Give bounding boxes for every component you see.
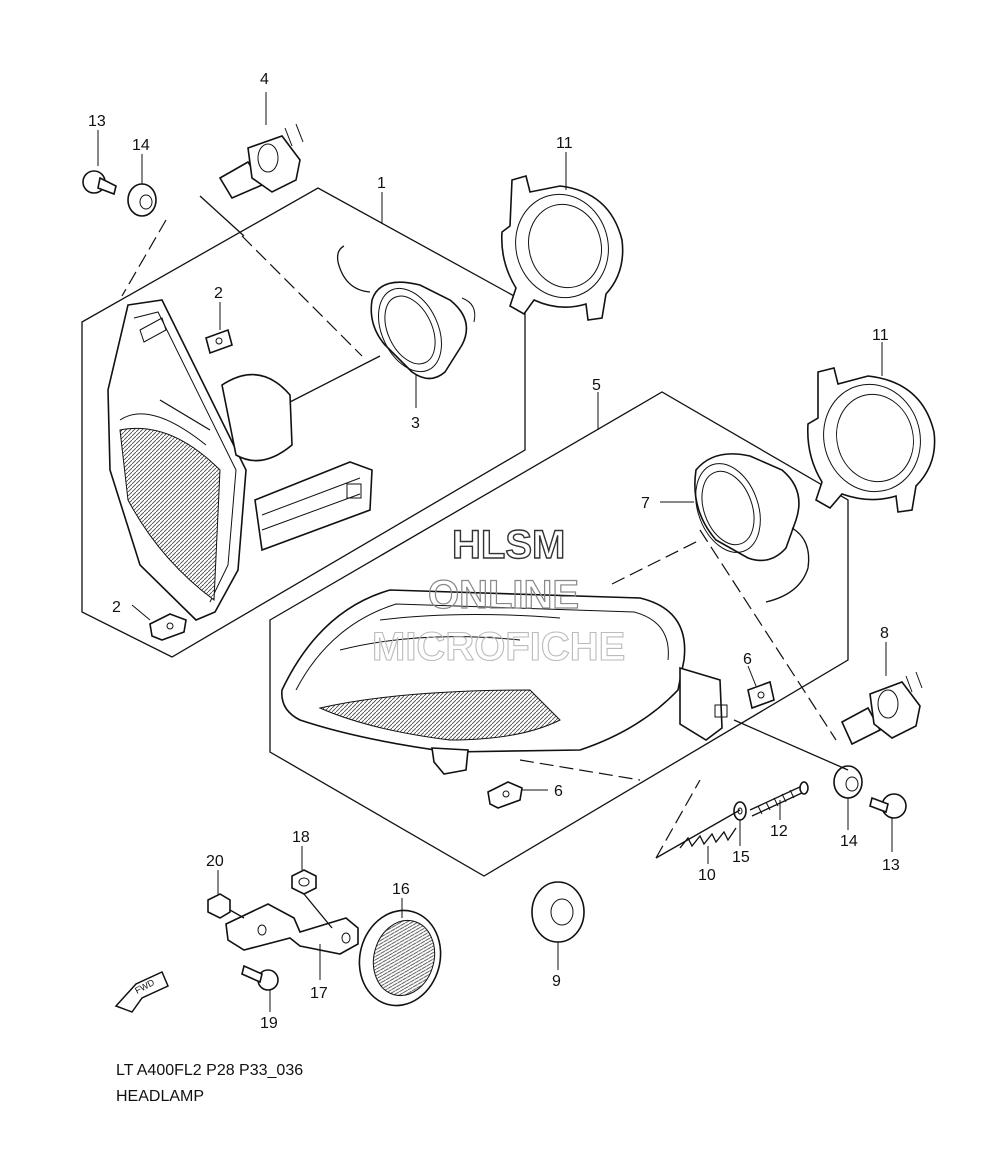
bulb-socket-part-7 — [694, 453, 810, 603]
headlamp-housing-upper — [107, 299, 373, 621]
callout-11-upper: 11 — [556, 135, 573, 152]
screw-part-13-upper — [82, 170, 117, 196]
bulb-holder-ring-part-11-upper — [500, 175, 624, 321]
callout-18: 18 — [292, 829, 310, 846]
bracket-part-17 — [225, 903, 359, 955]
reflector-part-16 — [358, 909, 442, 1007]
screw-part-13-lower — [869, 793, 907, 819]
callout-1: 1 — [377, 175, 386, 192]
callout-10: 10 — [698, 867, 716, 884]
watermark-line3: MICROFICHE — [372, 625, 625, 669]
callout-14-upper: 14 — [132, 137, 150, 154]
bulb-holder-ring-part-11-lower — [806, 367, 936, 513]
callout-3: 3 — [411, 415, 420, 432]
diagram-title: HEADLAMP — [116, 1088, 205, 1105]
callout-15: 15 — [732, 849, 750, 866]
callout-13-lower: 13 — [882, 857, 900, 874]
callout-12: 12 — [770, 823, 788, 840]
callout-17: 17 — [310, 985, 328, 1002]
callout-2-lower: 2 — [112, 599, 121, 616]
clip-part-2-upper — [205, 328, 233, 355]
watermark-line2: ONLINE — [428, 573, 579, 617]
callout-19: 19 — [260, 1015, 278, 1032]
callout-labels: 4 13 14 1 11 2 3 2 5 11 7 8 6 6 12 15 10… — [88, 71, 900, 1032]
callout-6-lower: 6 — [554, 783, 563, 800]
callout-leaders — [97, 92, 893, 1012]
nut-part-20 — [207, 893, 231, 919]
callout-4: 4 — [260, 71, 269, 88]
callout-2-upper: 2 — [214, 285, 223, 302]
callout-7: 7 — [641, 495, 650, 512]
grommet-part-9 — [531, 881, 585, 943]
bulb-part-8 — [840, 671, 923, 746]
nut-part-18 — [291, 869, 317, 895]
adjust-screw-part-12 — [749, 781, 809, 817]
bulb-socket-part-3 — [336, 245, 476, 380]
callout-16: 16 — [392, 881, 410, 898]
callout-13-upper: 13 — [88, 113, 106, 130]
grommet-part-14-upper — [127, 183, 157, 217]
headlamp-housing-lower — [281, 589, 728, 775]
callout-8: 8 — [880, 625, 889, 642]
clip-part-2-lower — [149, 613, 187, 641]
callout-14-lower: 14 — [840, 833, 858, 850]
spring-part-10 — [679, 827, 737, 849]
washer-part-15 — [733, 801, 747, 821]
assembly-frame-upper — [81, 187, 526, 658]
diagram-code: LT A400FL2 P28 P33_036 — [116, 1062, 304, 1079]
callout-11-lower: 11 — [872, 327, 889, 344]
bulb-part-4 — [218, 123, 304, 200]
watermark: HLSM ONLINE MICROFICHE — [371, 522, 625, 669]
grommet-part-14-lower — [833, 765, 863, 799]
fwd-arrow-icon: FWD — [114, 970, 169, 1013]
callout-20: 20 — [206, 853, 224, 870]
callout-5: 5 — [592, 377, 601, 394]
assembly-frame-lower — [269, 391, 849, 877]
clip-part-6-upper — [747, 680, 775, 710]
callout-9: 9 — [552, 973, 561, 990]
clip-part-6-lower — [487, 781, 523, 809]
watermark-line1: HLSM — [452, 523, 565, 567]
callout-6-upper: 6 — [743, 651, 752, 668]
bolt-part-19 — [241, 964, 279, 991]
